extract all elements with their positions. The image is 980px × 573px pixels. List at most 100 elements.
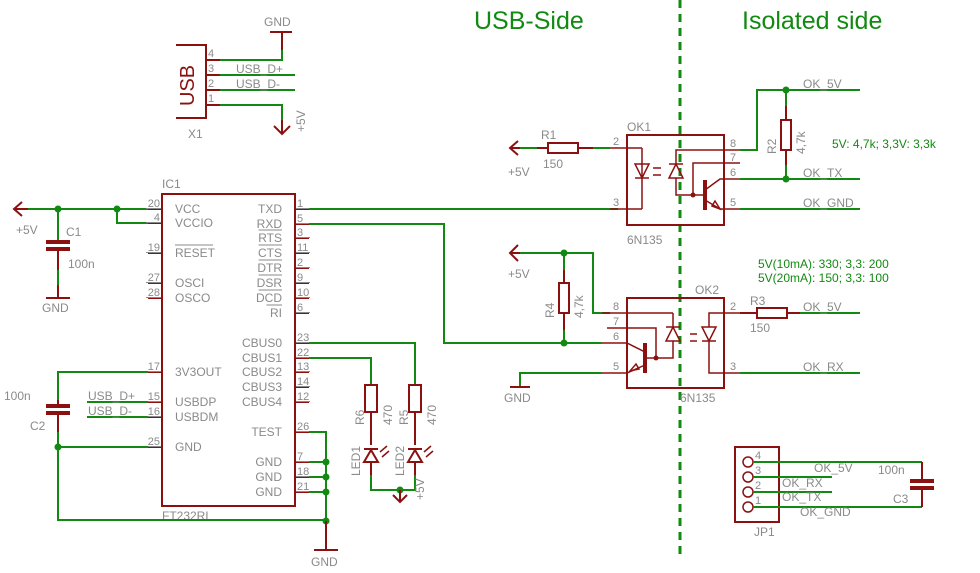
c2-value: 100n [4, 389, 31, 403]
r2-note: 5V: 4,7k; 3,3V: 3,3k [832, 137, 937, 151]
ic1-pin-number: 10 [297, 287, 309, 299]
r4-body [558, 282, 570, 314]
r2-value: 4,7k [794, 130, 808, 154]
ic1-pin-number: 15 [148, 391, 160, 403]
c3-name: C3 [893, 492, 909, 506]
ic1-pin-name: VCC [175, 202, 201, 216]
ok1-value: 6N135 [627, 233, 663, 247]
r1-value: 150 [543, 157, 563, 171]
net-label-usb-dminus-ic1: USB_D- [88, 404, 132, 418]
ok1-pin-7: 7 [730, 152, 736, 164]
x1-name: X1 [188, 127, 203, 141]
ic1-pin-name: USBDP [175, 395, 216, 409]
r2-body [780, 119, 792, 151]
jp1-body [734, 446, 780, 523]
ic1-pin-name: 3V3OUT [175, 365, 222, 379]
r3-note-1: 5V(10mA): 330; 3,3: 200 [758, 257, 889, 271]
ic1-pin-number: 2 [297, 257, 303, 269]
ok2-pin-3: 3 [730, 361, 736, 373]
ic1-pin-number: 5 [297, 213, 303, 225]
ic1-pin-name: OSCO [175, 291, 210, 305]
led1-name: LED1 [349, 446, 363, 476]
vcc-label-r1: +5V [508, 165, 530, 179]
ic1-pin-name: RI [270, 306, 282, 320]
vcc-label-x1: +5V [294, 110, 308, 132]
ic1-pin-number: 22 [297, 347, 309, 359]
gnd-label-ok2: GND [504, 391, 531, 405]
ic1-pin-name: CBUS1 [242, 351, 282, 365]
ok2-name: OK2 [695, 283, 719, 297]
r4-value: 4,7k [572, 294, 586, 318]
ok2-pin-5: 5 [613, 361, 619, 373]
r3-note-2: 5V(20mA): 150; 3,3: 100 [758, 271, 889, 285]
ic1-pin-name: DCD [256, 291, 282, 305]
x1-pin-4: 4 [208, 48, 214, 60]
heading-usb-side: USB-Side [474, 7, 584, 35]
jp1-pin-4: 4 [755, 450, 761, 462]
net-label-okgnd-jp1: OK_GND [800, 505, 851, 519]
net-label-oktx: OK_TX [803, 166, 842, 180]
net-label-usb-dplus-x1: USB_D+ [236, 62, 283, 76]
ok2-pin-6: 6 [613, 331, 619, 343]
rxd-wire [309, 223, 602, 344]
c2-name: C2 [30, 419, 46, 433]
header-jp1[interactable]: 4 3 2 1 JP1 [734, 446, 780, 539]
c1-name: C1 [66, 225, 82, 239]
ic1-pin-name: CBUS2 [242, 365, 282, 379]
optocoupler-ok1[interactable]: OK1 6N135 2 3 8 7 6 5 [610, 120, 740, 247]
net-label-okrx: OK_RX [803, 360, 844, 374]
led2 [406, 445, 434, 475]
gnd-label-ic1: GND [311, 555, 338, 569]
ic1-pin-number: 17 [148, 361, 160, 373]
ic1-pin-number: 25 [148, 436, 160, 448]
ok1-pin-8: 8 [730, 138, 736, 150]
r6-value: 470 [381, 405, 395, 425]
r3-body [756, 307, 788, 319]
ic1-pin-number: 18 [297, 466, 309, 478]
vcc-arrow-leds [392, 494, 408, 504]
ic1-pin-number: 20 [148, 198, 160, 210]
r3-name: R3 [750, 294, 766, 308]
r1-name: R1 [541, 128, 557, 142]
ic1-pin-number: 16 [148, 406, 160, 418]
ic1-pin-number: 6 [297, 302, 303, 314]
ok2-pin-7: 7 [613, 316, 619, 328]
ok1-body [626, 134, 725, 226]
jp1-pin-1: 1 [755, 495, 761, 507]
ic1-name: IC1 [162, 177, 181, 191]
r3-value: 150 [750, 321, 770, 335]
ic1-pin-number: 21 [297, 481, 309, 493]
x1-pin-2: 2 [208, 78, 214, 90]
x1-pin-1: 1 [208, 93, 214, 105]
net-label-usb-dminus-x1: USB_D- [236, 77, 280, 91]
net-label-ok5v-ok2: OK_5V [803, 300, 842, 314]
ic1-pin-name: RESET [175, 246, 216, 260]
net-label-oktx-jp1: OK_TX [782, 490, 821, 504]
heading-isolated-side: Isolated side [742, 7, 882, 35]
ic1-pin-number: 23 [297, 332, 309, 344]
ic1-pin-name: GND [255, 485, 282, 499]
ok2-pin-2: 2 [730, 301, 736, 313]
optocoupler-ok2[interactable]: OK2 6N135 8 7 6 5 2 3 [602, 283, 740, 405]
ic1-pin-name: DSR [257, 276, 283, 290]
ic1-pin-name: CBUS3 [242, 380, 282, 394]
jp1-name: JP1 [754, 525, 775, 539]
net-label-usb-dplus-ic1: USB_D+ [88, 389, 135, 403]
r2-name: R2 [765, 138, 779, 154]
x1-body-label: USB [177, 65, 199, 106]
ic1-pin-name: GND [255, 455, 282, 469]
r6-name: R6 [353, 409, 367, 425]
ok1-name: OK1 [627, 120, 651, 134]
r5-body [408, 384, 422, 413]
ic1-pin-name: TEST [251, 425, 282, 439]
r5-name: R5 [397, 409, 411, 425]
vcc-label-left: +5V [16, 223, 38, 237]
ic1-pin-number: 14 [297, 376, 309, 388]
ic1-pin-number: 9 [297, 272, 303, 284]
usb-connector-x1[interactable]: USB 4 3 2 1 X1 [176, 44, 220, 141]
jp1-pin-3: 3 [755, 465, 761, 477]
r6-body [364, 384, 378, 413]
x1-body [176, 44, 207, 119]
vcc-arrow-x1 [273, 125, 291, 136]
